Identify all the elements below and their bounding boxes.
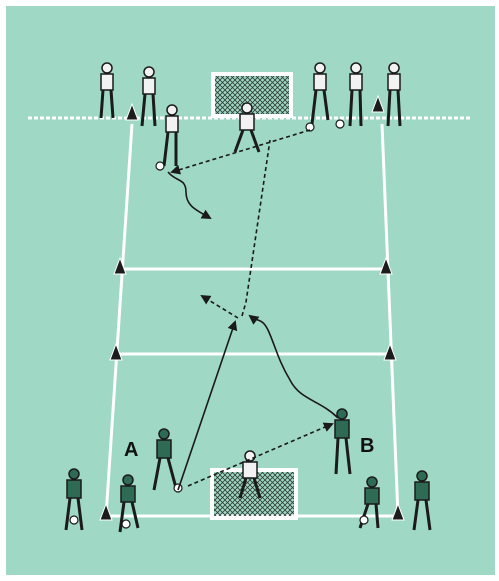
ball-icon [156, 162, 164, 170]
ball-icon [336, 120, 344, 128]
ball-icon [70, 516, 78, 524]
ball-icon [306, 123, 314, 131]
ball-icon [360, 516, 368, 524]
team-b-label: B [360, 435, 374, 457]
ball-icon [122, 520, 130, 528]
team-a-label: A [124, 439, 138, 461]
